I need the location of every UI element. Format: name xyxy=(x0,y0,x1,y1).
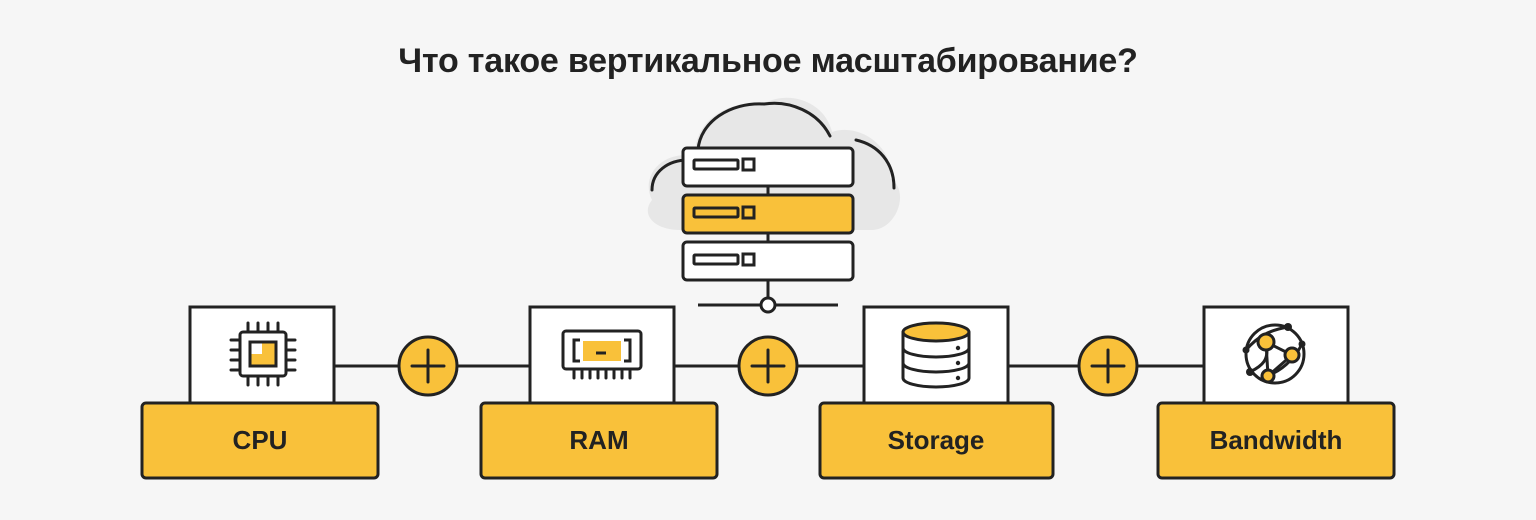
plus-icon xyxy=(737,335,799,397)
network-icon xyxy=(1242,323,1306,385)
label-box-cpu xyxy=(140,401,380,480)
database-icon xyxy=(901,321,971,389)
label-ram: RAM xyxy=(569,425,628,455)
component-card-storage: Storage xyxy=(818,305,1055,480)
component-card-cpu: CPU xyxy=(140,305,380,480)
page-title: Что такое вертикальное масштабирование? xyxy=(398,42,1138,80)
label-box-bandwidth xyxy=(1156,401,1396,480)
cpu-icon xyxy=(229,321,297,387)
plus-icon xyxy=(1077,335,1139,397)
label-bandwidth: Bandwidth xyxy=(1210,425,1343,455)
server-rack-icon xyxy=(681,146,855,314)
component-card-ram: RAM xyxy=(479,305,719,480)
component-card-bandwidth: Bandwidth xyxy=(1156,305,1396,480)
label-cpu: CPU xyxy=(233,425,288,455)
label-box-ram xyxy=(479,401,719,480)
label-box-storage xyxy=(818,401,1055,480)
label-storage: Storage xyxy=(888,425,985,455)
plus-icon xyxy=(397,335,459,397)
ram-icon xyxy=(561,329,643,380)
